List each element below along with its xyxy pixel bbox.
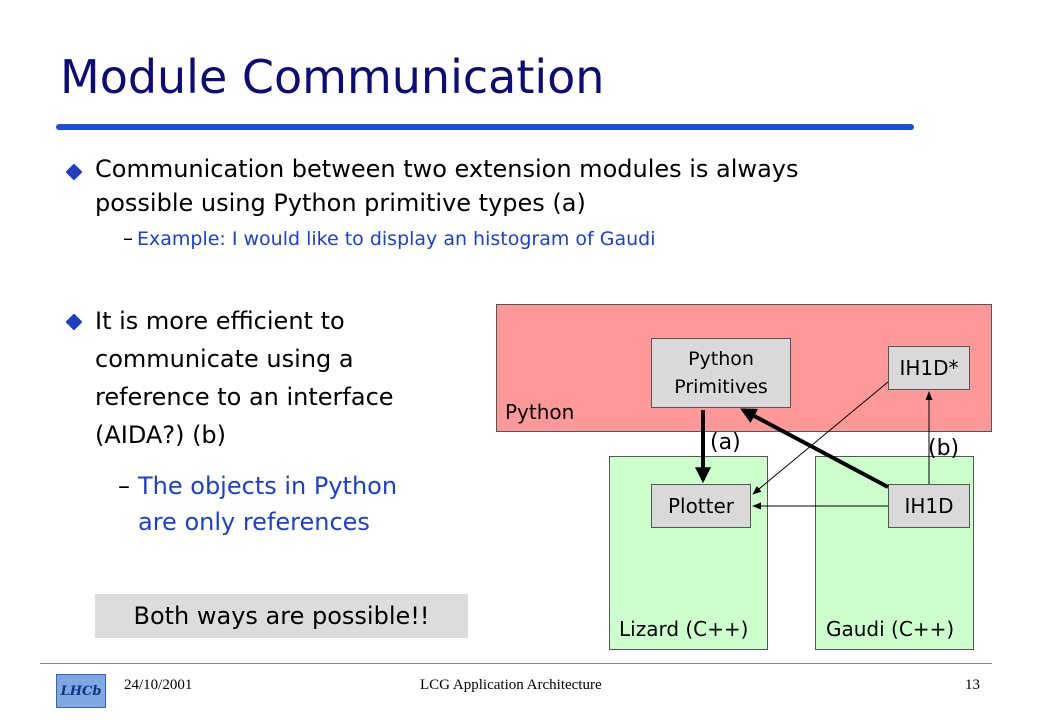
slide-title: Module Communication (60, 50, 605, 104)
bullet-2-sub-line-2: are only references (138, 508, 370, 536)
bullet-icon (65, 313, 83, 331)
ih1d-star-text: IH1D* (899, 356, 959, 380)
bullet-1-line-1: Communication between two extension modu… (95, 155, 799, 183)
bullet-2-sub-line-1: The objects in Python (138, 472, 398, 500)
lhcb-logo-text: LHCb (60, 683, 102, 699)
bullet-2-sub: The objects in Python are only reference… (138, 468, 397, 540)
footer-title: LCG Application Architecture (420, 677, 602, 693)
sub-bullet-dash: – (118, 472, 130, 500)
bullet-2-line-4: (AIDA?) (b) (95, 421, 227, 449)
footer-divider (40, 663, 992, 664)
ih1d-text: IH1D (904, 494, 954, 518)
python-primitives-line-2: Primitives (674, 376, 768, 398)
title-underline (56, 124, 914, 130)
plotter-text: Plotter (667, 494, 735, 518)
callout-box: Both ways are possible!! (95, 594, 468, 638)
bullet-2: It is more efficient to communicate usin… (95, 302, 495, 454)
bullet-2-line-1: It is more efficient to (95, 307, 345, 335)
python-primitives-node: Python Primitives (651, 338, 791, 408)
gaudi-label: Gaudi (C++) (826, 617, 955, 641)
bullet-2-line-2: communicate using a (95, 345, 354, 373)
python-label: Python (505, 400, 575, 424)
label-b: (b) (928, 436, 960, 461)
label-a: (a) (710, 430, 741, 455)
page-number: 13 (965, 677, 980, 693)
bullet-1-sub: Example: I would like to display an hist… (137, 228, 656, 250)
bullet-1-line-2: possible using Python primitive types (a… (95, 189, 586, 217)
bullet-2-line-3: reference to an interface (95, 383, 394, 411)
footer-date: 24/10/2001 (124, 677, 193, 693)
ih1d-star-node: IH1D* (888, 346, 970, 390)
plotter-node: Plotter (651, 484, 751, 528)
lhcb-logo: LHCb (56, 674, 106, 708)
ih1d-node: IH1D (888, 484, 970, 528)
python-primitives-line-1: Python (688, 348, 754, 370)
lizard-label: Lizard (C++) (619, 617, 749, 641)
sub-bullet-dash: – (123, 226, 133, 250)
bullet-1: Communication between two extension modu… (95, 152, 975, 220)
bullet-icon (65, 163, 83, 181)
